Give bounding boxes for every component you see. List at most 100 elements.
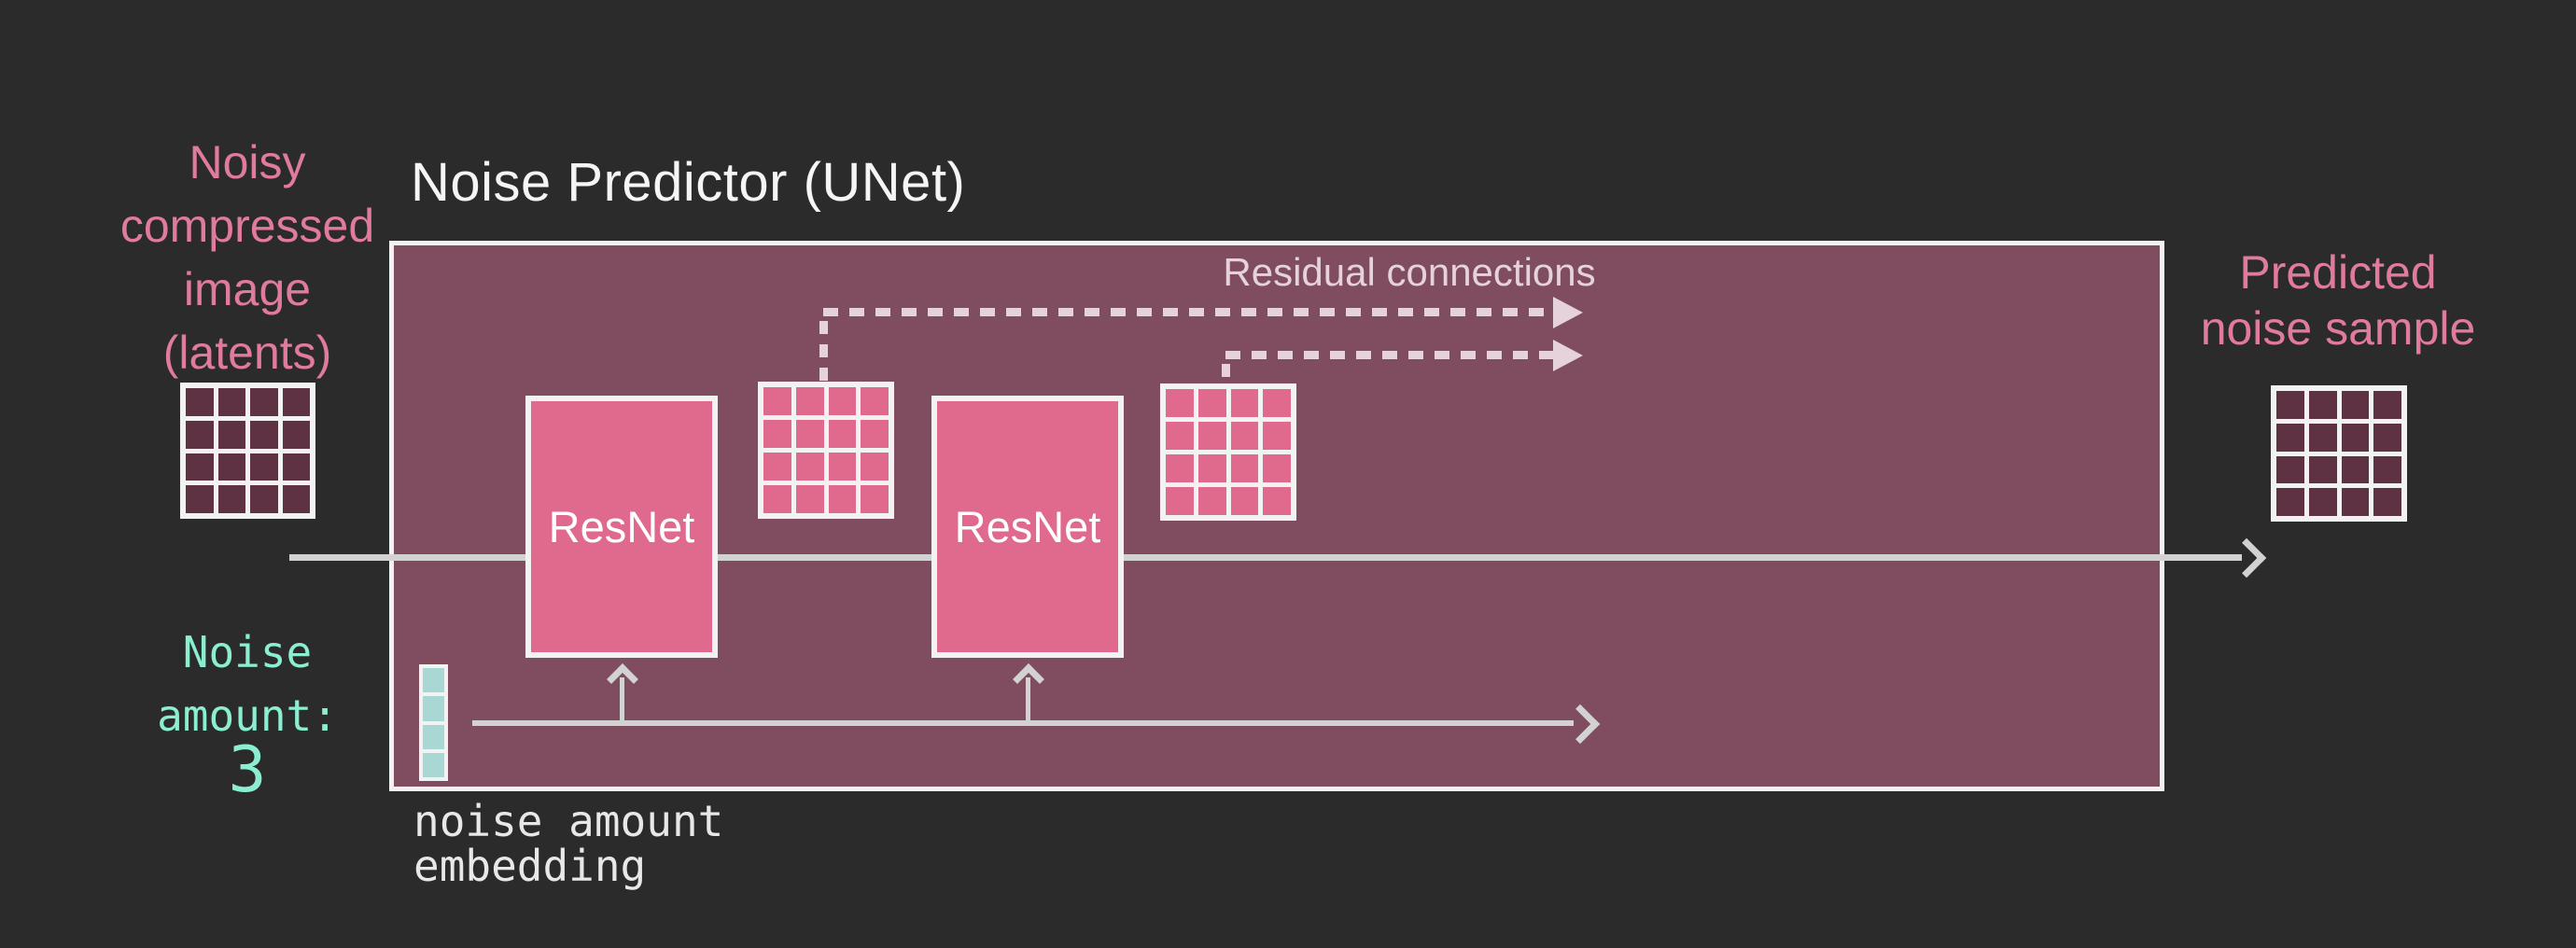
grid-cell bbox=[2341, 391, 2370, 419]
noise-amount-value: 3 bbox=[228, 733, 267, 807]
grid-cell bbox=[1263, 487, 1291, 515]
grid-cell bbox=[795, 420, 824, 448]
grid-cell bbox=[217, 485, 245, 513]
grid-cell bbox=[2276, 488, 2304, 516]
main-flow-arrow-line bbox=[289, 554, 2242, 561]
intermediate-latents-grid-1 bbox=[758, 382, 894, 519]
grid-cell bbox=[2276, 391, 2304, 419]
output-label: Predicted noise sample bbox=[2189, 244, 2487, 356]
embedding-flow-arrow-line bbox=[472, 720, 1574, 726]
embedding-branch-arrow-2-line bbox=[1026, 677, 1030, 724]
grid-cell bbox=[186, 420, 214, 449]
grid-cell bbox=[763, 485, 791, 513]
grid-cell bbox=[1263, 454, 1291, 482]
grid-cell bbox=[2308, 488, 2337, 516]
grid-cell bbox=[423, 668, 444, 693]
grid-cell bbox=[1197, 422, 1226, 450]
grid-cell bbox=[795, 485, 824, 513]
grid-cell bbox=[2341, 488, 2370, 516]
grid-cell bbox=[2341, 423, 2370, 452]
grid-cell bbox=[2373, 455, 2401, 484]
residual-arrow-2-head-icon bbox=[1553, 340, 1583, 371]
residual-arrow-1-line bbox=[823, 308, 1555, 316]
output-label-line: Predicted bbox=[2239, 246, 2437, 299]
residual-arrow-2-riser bbox=[1222, 364, 1230, 381]
grid-cell bbox=[186, 485, 214, 513]
grid-cell bbox=[250, 485, 278, 513]
intermediate-latents-grid-2 bbox=[1160, 383, 1296, 521]
grid-cell bbox=[861, 420, 889, 448]
grid-cell bbox=[250, 453, 278, 481]
input-label-line: image bbox=[183, 263, 312, 315]
input-label-line: compressed bbox=[119, 200, 375, 252]
grid-cell bbox=[423, 724, 444, 749]
residual-arrow-2-line bbox=[1225, 351, 1555, 359]
noise-embedding-vector bbox=[419, 664, 448, 781]
grid-cell bbox=[1230, 454, 1259, 482]
grid-cell bbox=[250, 420, 278, 449]
diagram-title: Noise Predictor (UNet) bbox=[411, 152, 966, 213]
resnet-block-2: ResNet bbox=[931, 396, 1124, 658]
grid-cell bbox=[861, 387, 889, 415]
grid-cell bbox=[795, 387, 824, 415]
grid-cell bbox=[282, 420, 310, 449]
grid-cell bbox=[217, 453, 245, 481]
grid-cell bbox=[2308, 391, 2337, 419]
grid-cell bbox=[282, 388, 310, 416]
grid-cell bbox=[1197, 487, 1226, 515]
grid-cell bbox=[1166, 422, 1194, 450]
main-flow-arrow-head-icon bbox=[2226, 537, 2267, 579]
grid-cell bbox=[861, 453, 889, 481]
grid-cell bbox=[795, 453, 824, 481]
residual-connections-label: Residual connections bbox=[1223, 250, 1596, 294]
grid-cell bbox=[217, 420, 245, 449]
grid-cell bbox=[1166, 487, 1194, 515]
grid-cell bbox=[828, 485, 857, 513]
grid-cell bbox=[2276, 423, 2304, 452]
grid-cell bbox=[217, 388, 245, 416]
grid-cell bbox=[1230, 487, 1259, 515]
grid-cell bbox=[423, 696, 444, 721]
resnet-block-2-label: ResNet bbox=[954, 502, 1101, 551]
grid-cell bbox=[2373, 391, 2401, 419]
grid-cell bbox=[250, 388, 278, 416]
grid-cell bbox=[2308, 423, 2337, 452]
grid-cell bbox=[282, 453, 310, 481]
input-label-line: (latents) bbox=[162, 327, 332, 379]
grid-cell bbox=[2276, 455, 2304, 484]
residual-arrow-1-riser bbox=[819, 321, 828, 381]
grid-cell bbox=[1230, 389, 1259, 417]
input-latents-grid bbox=[180, 383, 315, 519]
grid-cell bbox=[186, 388, 214, 416]
grid-cell bbox=[2373, 423, 2401, 452]
grid-cell bbox=[282, 485, 310, 513]
grid-cell bbox=[763, 387, 791, 415]
grid-cell bbox=[1263, 422, 1291, 450]
embedding-caption-line: embedding bbox=[413, 841, 647, 891]
grid-cell bbox=[1230, 422, 1259, 450]
predicted-noise-grid bbox=[2271, 385, 2407, 522]
resnet-block-1-label: ResNet bbox=[548, 502, 695, 551]
grid-cell bbox=[423, 752, 444, 777]
grid-cell bbox=[2308, 455, 2337, 484]
grid-cell bbox=[1197, 454, 1226, 482]
embedding-caption: noise amount embedding bbox=[413, 799, 723, 888]
grid-cell bbox=[828, 420, 857, 448]
grid-cell bbox=[763, 453, 791, 481]
grid-cell bbox=[1263, 389, 1291, 417]
noise-amount-label-line1: Noise bbox=[182, 627, 313, 677]
grid-cell bbox=[861, 485, 889, 513]
resnet-block-1: ResNet bbox=[525, 396, 718, 658]
grid-cell bbox=[1197, 389, 1226, 417]
grid-cell bbox=[2373, 488, 2401, 516]
grid-cell bbox=[2341, 455, 2370, 484]
grid-cell bbox=[1166, 454, 1194, 482]
embedding-caption-line: noise amount bbox=[413, 796, 724, 846]
grid-cell bbox=[1166, 389, 1194, 417]
grid-cell bbox=[828, 453, 857, 481]
grid-cell bbox=[763, 420, 791, 448]
grid-cell bbox=[828, 387, 857, 415]
noise-amount-label-line2: amount: bbox=[157, 690, 338, 741]
grid-cell bbox=[186, 453, 214, 481]
